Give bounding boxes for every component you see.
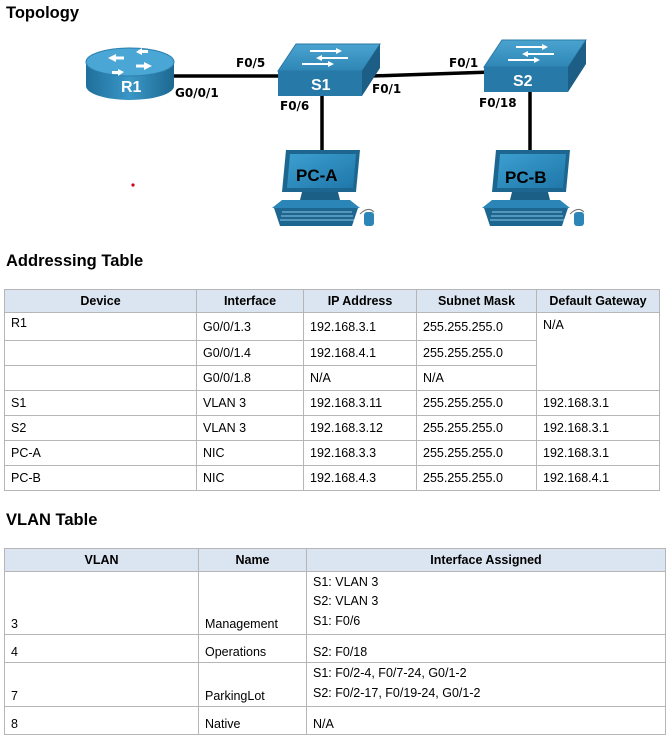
mask-cell: 255.255.255.0 [416, 440, 537, 466]
ip-cell: 192.168.4.3 [303, 465, 417, 491]
cables [168, 70, 532, 150]
column-header-ip-address: IP Address [303, 289, 417, 313]
device-cell: PC-A [4, 440, 197, 466]
column-header-device: Device [4, 289, 197, 313]
vlan-name-cell: Native [198, 706, 307, 735]
vlan-id-cell: 8 [4, 706, 199, 735]
table-row: R1 G0/0/1.3 192.168.3.1 255.255.255.0 N/… [4, 312, 660, 391]
vlan-table-heading: VLAN Table [6, 511, 98, 529]
mask-cell: N/A [416, 365, 537, 391]
interface-line: S2: F0/2-17, F0/19-24, G0/1-2 [313, 685, 481, 700]
port-label-s2-f018: F0/18 [479, 96, 517, 110]
device-cell: PC-B [4, 465, 197, 491]
port-label-s2-f01: F0/1 [449, 56, 478, 70]
ip-cell: 192.168.3.3 [303, 440, 417, 466]
ip-cell: 192.168.3.1 [303, 312, 417, 341]
vlan-id-cell: 4 [4, 634, 199, 663]
router-icon: R1 [85, 47, 175, 100]
gateway-cell: 192.168.3.1 [536, 415, 660, 441]
gateway-cell: 192.168.3.1 [536, 440, 660, 466]
table-row: 3 Management S1: VLAN 3 S2: VLAN 3 S1: F… [4, 571, 666, 635]
port-label-s1-f06: F0/6 [280, 99, 309, 113]
port-label-s1-f01: F0/1 [372, 82, 401, 96]
column-header-interface-assigned: Interface Assigned [306, 548, 666, 572]
gateway-cell: 192.168.4.1 [536, 465, 660, 491]
mask-cell: 255.255.255.0 [416, 340, 537, 366]
interface-cell: G0/0/1.4 [196, 340, 304, 366]
table-header-row: VLAN Name Interface Assigned [4, 548, 666, 572]
table-row: G0/0/1.4 192.168.4.1 255.255.255.0 [4, 340, 660, 366]
table-row: 8 Native N/A [4, 706, 666, 735]
gateway-cell: 192.168.3.1 [536, 390, 660, 416]
vlan-name-cell: ParkingLot [198, 662, 307, 707]
addressing-table-heading: Addressing Table [6, 252, 144, 270]
interface-cell: VLAN 3 [196, 390, 304, 416]
table-row: S2 VLAN 3 192.168.3.12 255.255.255.0 192… [4, 415, 660, 441]
interface-assigned-cell: N/A [306, 706, 666, 735]
device-label-pcb: PC-B [505, 168, 547, 187]
device-label-pca: PC-A [296, 166, 338, 185]
vlan-name-cell: Operations [198, 634, 307, 663]
interface-cell: G0/0/1.3 [196, 312, 304, 341]
table-row: PC-A NIC 192.168.3.3 255.255.255.0 192.1… [4, 440, 660, 466]
port-label-r1-g001: G0/0/1 [175, 86, 219, 100]
topology-diagram: R1 S1 S2 PC-A [85, 39, 587, 226]
device-cell [4, 340, 197, 366]
interface-assigned-cell: S1: F0/2-4, F0/7-24, G0/1-2 S2: F0/2-17,… [306, 662, 666, 707]
interface-cell: VLAN 3 [196, 415, 304, 441]
device-label-s1: S1 [311, 77, 331, 94]
pc-icon: PC-B [482, 150, 585, 226]
table-header-row: Device Interface IP Address Subnet Mask … [4, 289, 660, 313]
ip-cell: N/A [303, 365, 417, 391]
ip-cell: 192.168.4.1 [303, 340, 417, 366]
column-header-name: Name [198, 548, 307, 572]
interface-cell: G0/0/1.8 [196, 365, 304, 391]
addressing-table: Device Interface IP Address Subnet Mask … [4, 289, 660, 491]
device-label-r1: R1 [121, 79, 142, 96]
ip-cell: 192.168.3.12 [303, 415, 417, 441]
switch-icon: S1 [277, 43, 381, 96]
interface-line: S2: VLAN 3 [313, 594, 379, 608]
ip-cell: 192.168.3.11 [303, 390, 417, 416]
column-header-default-gateway: Default Gateway [536, 289, 660, 313]
table-row: S1 VLAN 3 192.168.3.11 255.255.255.0 192… [4, 390, 660, 416]
vlan-table: VLAN Name Interface Assigned 3 Managemen… [4, 548, 666, 735]
port-label-s1-f05: F0/5 [236, 56, 265, 70]
pc-icon: PC-A [272, 150, 375, 226]
device-cell: S2 [4, 415, 197, 441]
mask-cell: 255.255.255.0 [416, 312, 537, 341]
vlan-id-cell: 3 [4, 571, 199, 635]
interface-line: S1: F0/6 [313, 613, 361, 628]
cable-s1-s2 [371, 70, 493, 78]
column-header-interface: Interface [196, 289, 304, 313]
device-cell: S1 [4, 390, 197, 416]
interface-cell: NIC [196, 465, 304, 491]
switch-icon: S2 [483, 39, 587, 92]
mask-cell: 255.255.255.0 [416, 415, 537, 441]
table-row: 4 Operations S2: F0/18 [4, 634, 666, 663]
interface-assigned-cell: S1: VLAN 3 S2: VLAN 3 S1: F0/6 [306, 571, 666, 635]
interface-cell: NIC [196, 440, 304, 466]
vlan-id-cell: 7 [4, 662, 199, 707]
table-row: 7 ParkingLot S1: F0/2-4, F0/7-24, G0/1-2… [4, 662, 666, 707]
device-cell: R1 [4, 312, 197, 341]
vlan-name-cell: Management [198, 571, 307, 635]
interface-line: S1: VLAN 3 [313, 574, 379, 589]
device-cell [4, 365, 197, 391]
column-header-subnet-mask: Subnet Mask [416, 289, 537, 313]
topology-heading: Topology [6, 4, 80, 22]
mask-cell: 255.255.255.0 [416, 465, 537, 491]
device-label-s2: S2 [513, 73, 533, 90]
interface-assigned-cell: S2: F0/18 [306, 634, 666, 663]
column-header-vlan: VLAN [4, 548, 199, 572]
gateway-cell: N/A [536, 312, 660, 391]
marker-dot [131, 183, 135, 187]
table-row: PC-B NIC 192.168.4.3 255.255.255.0 192.1… [4, 465, 660, 491]
mask-cell: 255.255.255.0 [416, 390, 537, 416]
interface-line: S1: F0/2-4, F0/7-24, G0/1-2 [313, 666, 467, 680]
